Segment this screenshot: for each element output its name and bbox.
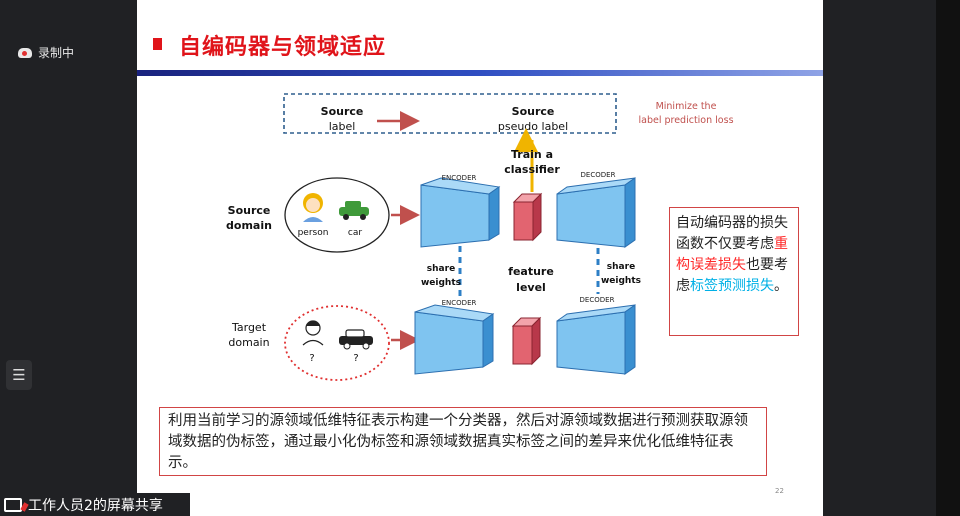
feature-level-text-2: level (516, 281, 546, 294)
share-right-text-1: share (607, 262, 635, 272)
screen-share-icon (4, 497, 22, 512)
source-label-text-2: label (329, 120, 356, 133)
question-text-2: ? (353, 353, 358, 364)
recording-indicator: 录制中 (18, 44, 74, 61)
source-feature-block (512, 192, 543, 242)
target-decoder-block (556, 304, 636, 375)
car-icon (339, 201, 369, 220)
note-highlight-label: 标签预测损失 (690, 278, 774, 294)
source-label-text-1: Source (321, 105, 364, 118)
target-domain-text-2: domain (228, 336, 269, 349)
source-domain-text-2: domain (226, 219, 272, 232)
decoder-bottom-text: DECODER (580, 296, 615, 304)
page-number: 22 (775, 487, 784, 495)
encoder-bottom-text: ENCODER (442, 299, 477, 307)
train-text-2: classifier (504, 163, 560, 176)
note-text-2: 也要考虑 (676, 257, 788, 294)
right-edge-strip (936, 0, 960, 516)
source-domain-ellipse (284, 177, 390, 253)
note-text-3: 。 (774, 278, 788, 294)
share-right-text-2: weights (601, 276, 641, 286)
list-icon[interactable]: ☰ (6, 360, 32, 390)
domain-adaptation-diagram: Source label Source pseudo label Minimiz… (226, 93, 734, 381)
question-text-1: ? (309, 353, 314, 364)
person-icon (303, 193, 323, 222)
share-left-text-1: share (427, 264, 455, 274)
loss-note-box: 自动编码器的损失函数不仅要考虑重构误差损失也要考虑标签预测损失。 (669, 207, 799, 336)
car-text: car (348, 228, 362, 238)
source-decoder-block (556, 177, 636, 248)
target-domain-text-1: Target (231, 321, 267, 334)
note-highlight-reconstruction: 重构误差损失 (676, 236, 788, 273)
share-left-text-2: weights (421, 278, 461, 288)
recording-label: 录制中 (38, 46, 75, 60)
train-text-1: Train a (511, 148, 553, 161)
shared-slide: 自编码器与领域适应 Source label Source pseudo lab… (137, 0, 823, 516)
encoder-top-text: ENCODER (442, 174, 477, 182)
title-bullet (153, 38, 162, 50)
car-outline-icon (339, 329, 373, 350)
feature-level-text-1: feature (508, 265, 554, 278)
label-dashed-box (283, 93, 617, 134)
screen-share-badge[interactable]: 工作人员2的屏幕共享 (0, 493, 190, 516)
target-feature-block (511, 316, 542, 366)
left-sidebar: 录制中 ☰ (0, 0, 137, 516)
decoder-top-text: DECODER (581, 171, 616, 179)
source-domain-text-1: Source (228, 204, 271, 217)
slide-caption-box: 利用当前学习的源领域低维特征表示构建一个分类器，然后对源领域数据进行预测获取源领… (159, 407, 767, 476)
pseudo-label-text-2: pseudo label (498, 120, 568, 133)
pseudo-label-text-1: Source (512, 105, 555, 118)
source-encoder-block (420, 177, 501, 248)
title-underline (137, 70, 823, 76)
cloud-record-icon (18, 47, 32, 58)
target-encoder-block (414, 304, 495, 375)
target-domain-ellipse (284, 305, 390, 381)
person-outline-icon (302, 320, 324, 346)
person-text: person (298, 228, 329, 238)
note-text-1: 自动编码器的损失函数不仅要考虑 (676, 215, 788, 252)
screen-share-label: 工作人员2的屏幕共享 (28, 497, 163, 514)
minimize-text-1: Minimize the (656, 101, 717, 112)
slide-title: 自编码器与领域适应 (179, 35, 387, 60)
minimize-text-2: label prediction loss (638, 115, 733, 126)
